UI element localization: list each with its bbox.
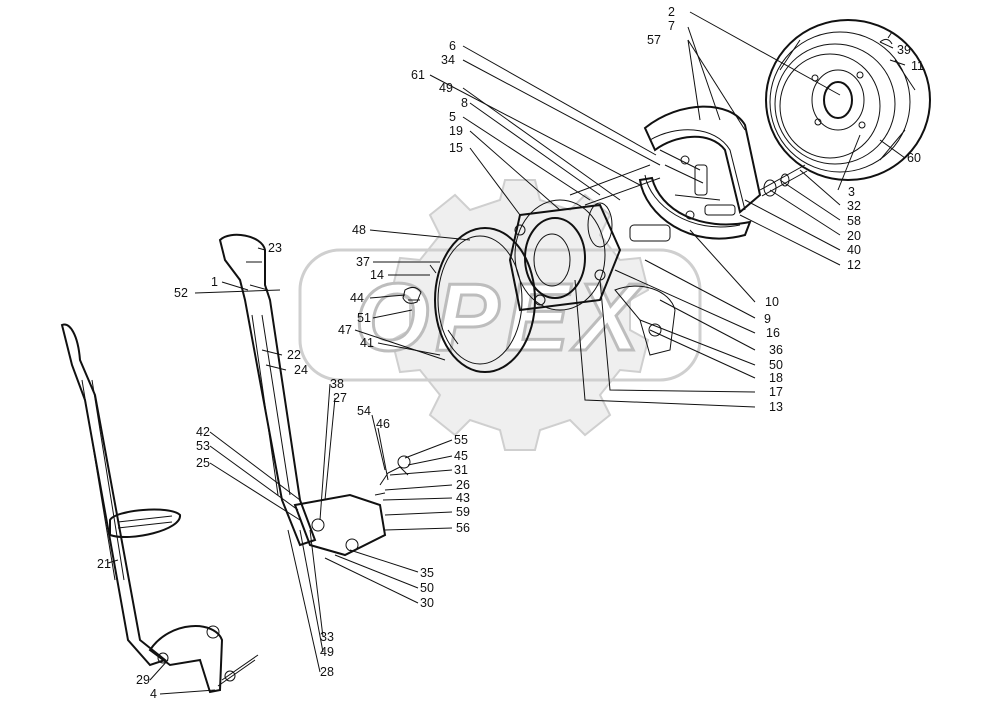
label-36: 36 xyxy=(769,343,783,357)
label-43: 43 xyxy=(456,491,470,505)
label-10: 10 xyxy=(765,295,779,309)
label-16: 16 xyxy=(766,326,780,340)
label-57: 57 xyxy=(647,33,661,47)
label-51: 51 xyxy=(357,311,371,325)
label-28: 28 xyxy=(320,665,334,679)
label-14: 14 xyxy=(370,268,384,282)
label-6: 6 xyxy=(449,39,456,53)
label-22: 22 xyxy=(287,348,301,362)
label-54: 54 xyxy=(357,404,371,418)
label-42: 42 xyxy=(196,425,210,439)
label-27: 27 xyxy=(333,391,347,405)
label-29: 29 xyxy=(136,673,150,687)
label-40: 40 xyxy=(847,243,861,257)
adjuster-bolt xyxy=(759,164,808,197)
label-55: 55 xyxy=(454,433,468,447)
label-49-top: 49 xyxy=(439,81,453,95)
label-30: 30 xyxy=(420,596,434,610)
label-47: 47 xyxy=(338,323,352,337)
label-34: 34 xyxy=(441,53,455,67)
label-23: 23 xyxy=(268,241,282,255)
label-53: 53 xyxy=(196,439,210,453)
label-32: 32 xyxy=(847,199,861,213)
label-52: 52 xyxy=(174,286,188,300)
label-18: 18 xyxy=(769,371,783,385)
label-33: 33 xyxy=(320,630,334,644)
label-21: 21 xyxy=(97,557,111,571)
label-44: 44 xyxy=(350,291,364,305)
label-50-lower: 50 xyxy=(420,581,434,595)
label-45: 45 xyxy=(454,449,468,463)
label-17: 17 xyxy=(769,385,783,399)
label-3: 3 xyxy=(848,185,855,199)
watermark-text: OPEX xyxy=(355,264,646,371)
label-4: 4 xyxy=(150,687,157,701)
label-56: 56 xyxy=(456,521,470,535)
brake-drum xyxy=(765,19,931,181)
label-7: 7 xyxy=(668,19,675,33)
callout-labels: 2 7 57 6 34 61 49 8 5 19 15 39 11 60 3 3… xyxy=(97,5,924,701)
label-1: 1 xyxy=(211,275,218,289)
label-11: 11 xyxy=(911,59,924,73)
brake-shoes xyxy=(638,105,762,240)
label-41: 41 xyxy=(360,336,374,350)
label-31: 31 xyxy=(454,463,468,477)
label-46: 46 xyxy=(376,417,390,431)
label-50-right: 50 xyxy=(769,358,783,372)
label-59: 59 xyxy=(456,505,470,519)
label-48: 48 xyxy=(352,223,366,237)
label-8: 8 xyxy=(461,96,468,110)
label-24: 24 xyxy=(294,363,308,377)
label-15: 15 xyxy=(449,141,463,155)
label-26: 26 xyxy=(456,478,470,492)
label-13: 13 xyxy=(769,400,783,414)
brake-pedal-lower xyxy=(60,323,259,694)
label-38: 38 xyxy=(330,377,344,391)
label-61: 61 xyxy=(411,68,425,82)
label-20: 20 xyxy=(847,229,861,243)
label-9: 9 xyxy=(764,312,771,326)
label-39: 39 xyxy=(897,43,911,57)
label-12: 12 xyxy=(847,258,861,272)
backing-plate xyxy=(402,164,676,373)
label-35: 35 xyxy=(420,566,434,580)
label-2: 2 xyxy=(668,5,675,19)
label-49-lower: 49 xyxy=(320,645,334,659)
label-19: 19 xyxy=(449,124,463,138)
label-25: 25 xyxy=(196,456,210,470)
watermark-frame xyxy=(298,248,702,382)
label-37: 37 xyxy=(356,255,370,269)
label-58: 58 xyxy=(847,214,861,228)
label-5: 5 xyxy=(449,110,456,124)
leader-lines xyxy=(107,11,906,695)
label-60: 60 xyxy=(907,151,921,165)
